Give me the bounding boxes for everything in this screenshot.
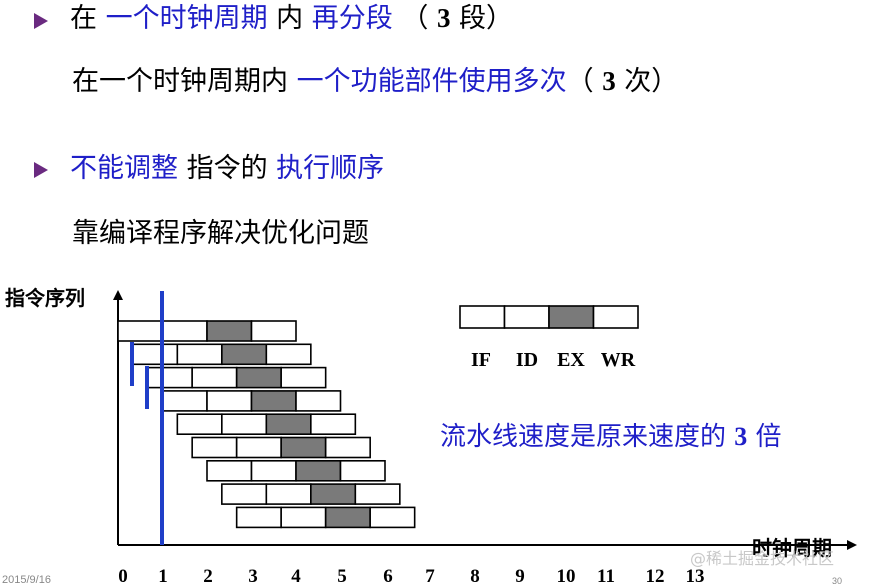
pipeline-stage-box — [295, 390, 342, 412]
bullet-marker-1 — [34, 13, 48, 29]
cycle-markers — [130, 291, 164, 545]
pipeline-boxes — [117, 320, 416, 529]
bullet1-segment-2: 内 — [267, 3, 312, 34]
pipeline-stage-box — [250, 390, 297, 412]
legend-label-wr: WR — [601, 349, 636, 371]
pipeline-stage-box — [235, 506, 282, 529]
bullet1-segment-1: 一个时钟周期 — [105, 3, 268, 34]
bullet1-segment-6: 段） — [450, 3, 514, 34]
bullet1-segment-5: 3 — [436, 3, 451, 33]
legend-box-wr — [592, 305, 639, 329]
stage-legend: IF ID EX WR — [459, 305, 639, 371]
y-axis-label: 指令序列 — [5, 286, 85, 310]
sub1-segment-4: 次） — [615, 66, 679, 97]
pipeline-stage-box — [310, 483, 357, 505]
pipeline-stage-box — [265, 483, 312, 505]
bullet2-segment-0: 不能调整 — [70, 153, 178, 184]
bullet2-segment-2: 执行顺序 — [276, 153, 385, 184]
pipeline-stage-box — [310, 413, 357, 436]
legend-label-ex: EX — [557, 349, 585, 371]
pipeline-stage-box — [206, 459, 253, 482]
pipeline-stage-box — [221, 413, 268, 436]
x-tick-12: 12 — [646, 566, 665, 585]
pipeline-stage-box — [339, 459, 386, 482]
pipeline-stage-box — [280, 436, 327, 459]
pipeline-stage-box — [250, 459, 297, 482]
x-axis-label: 时钟周期 — [752, 536, 832, 560]
pipeline-stage-box — [191, 436, 238, 459]
pipeline-stage-box — [235, 366, 282, 389]
bullet1-segment-3: 再分段 — [311, 3, 393, 34]
pipeline-stage-box — [235, 436, 282, 459]
x-tick-9: 9 — [515, 566, 525, 585]
x-tick-7: 7 — [425, 566, 435, 585]
pipeline-stage-box — [280, 506, 327, 529]
sub-line-2: 靠编译程序解决优化问题 — [72, 220, 369, 247]
pipeline-stage-box — [280, 366, 327, 389]
sub-line-1: 在一个时钟周期内 一个功能部件使用多次（ 3 次） — [72, 66, 679, 97]
pipeline-stage-box — [265, 413, 312, 436]
bullet-line-1: 在 一个时钟周期 内 再分段 （ 3 段） — [70, 3, 514, 34]
pipeline-stage-box — [176, 413, 223, 436]
pipeline-stage-box — [206, 390, 253, 412]
sub2-segment-0: 靠编译程序解决优化问题 — [72, 218, 369, 249]
pipeline-stage-box — [117, 320, 164, 342]
bullet-line-2: 不能调整 指令的 执行顺序 — [70, 155, 384, 182]
pipeline-stage-box — [146, 366, 193, 389]
speed-annotation: 流水线速度是原来速度的 3 倍 — [440, 422, 782, 452]
pipeline-stage-box — [176, 343, 223, 366]
pipeline-stage-box — [324, 436, 371, 459]
x-tick-5: 5 — [337, 566, 347, 585]
pipeline-stage-box — [221, 483, 268, 505]
footer-date: 2015/9/16 — [2, 574, 51, 586]
annotation-segment-2: 倍 — [747, 422, 782, 452]
legend-box-id — [503, 305, 550, 329]
x-tick-6: 6 — [383, 566, 393, 585]
bullet-marker-2 — [34, 162, 48, 178]
x-tick-1: 1 — [158, 566, 168, 585]
sub1-segment-1: 一个功能部件使用多次 — [296, 66, 567, 97]
pipeline-stage-box — [221, 343, 268, 366]
pipeline-stage-box — [132, 343, 179, 366]
pipeline-stage-box — [369, 506, 416, 529]
pipeline-stage-box — [250, 320, 297, 342]
x-tick-2: 2 — [203, 566, 213, 585]
pipeline-stage-box — [265, 343, 312, 366]
bullet2-segment-1: 指令的 — [178, 153, 277, 184]
pipeline-stage-box — [206, 320, 253, 342]
watermark: @稀土掘金技术社区 — [690, 549, 835, 568]
x-tick-13: 13 — [686, 566, 705, 585]
bullet1-segment-4: （ — [392, 3, 437, 34]
sub1-segment-3: 3 — [602, 66, 616, 96]
annotation-segment-0: 流水线速度是原来速度的 — [440, 422, 735, 452]
legend-box-ex — [548, 305, 595, 329]
pipeline-stage-box — [324, 506, 371, 529]
pipeline-stage-box — [161, 320, 208, 342]
legend-label-if: IF — [471, 349, 491, 371]
x-tick-4: 4 — [291, 566, 301, 585]
pipeline-stage-box — [354, 483, 401, 505]
bullet1-segment-0: 在 — [70, 3, 106, 34]
legend-box-if — [459, 305, 506, 329]
x-tick-10: 10 — [557, 566, 576, 585]
x-tick-11: 11 — [597, 566, 615, 585]
sub1-segment-0: 在一个时钟周期内 — [72, 66, 297, 97]
sub1-segment-2: （ — [566, 66, 603, 97]
legend-label-id: ID — [516, 349, 538, 371]
annotation-segment-1: 3 — [734, 422, 748, 451]
x-tick-8: 8 — [470, 566, 480, 585]
footer-page: 30 — [832, 576, 843, 586]
pipeline-stage-box — [295, 459, 342, 482]
pipeline-stage-box — [191, 366, 238, 389]
x-tick-3: 3 — [248, 566, 258, 585]
pipeline-stage-box — [161, 390, 208, 412]
x-tick-0: 0 — [118, 566, 128, 585]
